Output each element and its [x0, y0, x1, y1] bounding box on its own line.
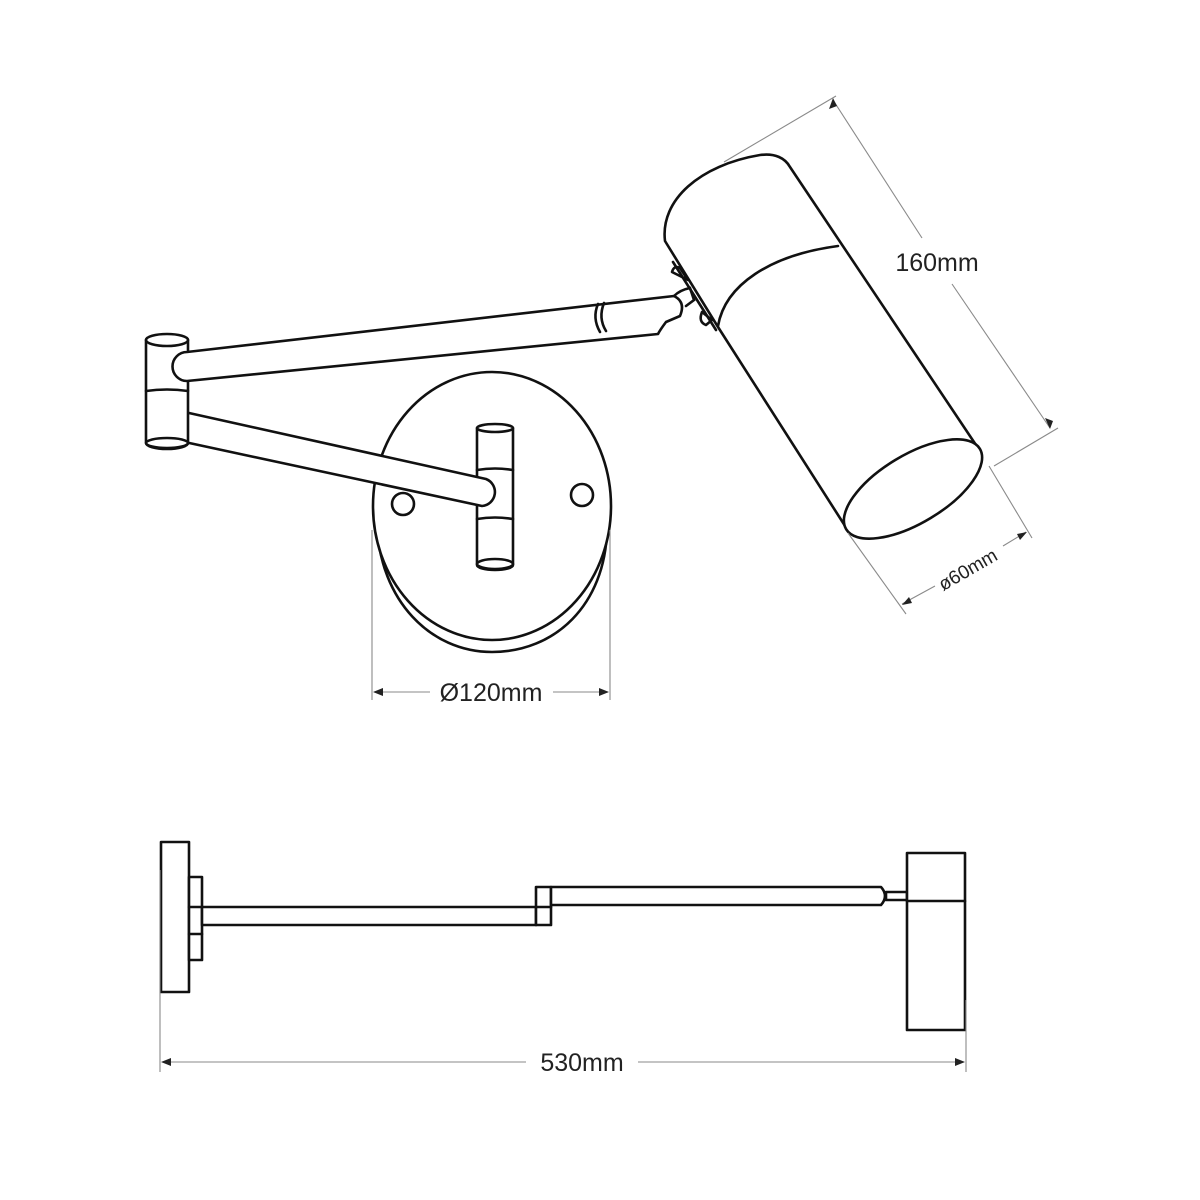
side-lower-arm: [200, 905, 538, 927]
total-reach-label: 530mm: [540, 1049, 623, 1077]
lower-arm: [178, 409, 497, 508]
side-wall-plate: [159, 840, 191, 994]
side-lamp-head: [905, 851, 967, 1032]
dimension-total-reach: 530mm: [159, 870, 967, 1077]
side-head-connector: [884, 890, 909, 902]
mounting-hole-left: [390, 491, 416, 517]
lamp-head-opening: [842, 438, 984, 540]
dimension-base-diameter: Ø120mm: [371, 530, 611, 707]
upper-arm: [171, 294, 684, 383]
lamp-head: [663, 153, 984, 540]
side-view: [159, 840, 967, 1032]
base-diameter-label: Ø120mm: [440, 679, 543, 707]
dimension-head-length: 160mm: [723, 95, 1059, 467]
side-upper-arm: [549, 885, 887, 907]
head-connector: [670, 260, 718, 332]
arm-sleeve: [594, 301, 608, 334]
side-collar: [187, 875, 204, 962]
pivot-post: [475, 422, 515, 572]
head-diameter-label: ø60mm: [935, 545, 1001, 595]
perspective-view: [144, 153, 984, 654]
head-length-label: 160mm: [895, 249, 978, 277]
elbow-joint: [144, 332, 190, 451]
mounting-hole-right: [569, 482, 595, 508]
side-elbow-joint: [534, 885, 553, 927]
